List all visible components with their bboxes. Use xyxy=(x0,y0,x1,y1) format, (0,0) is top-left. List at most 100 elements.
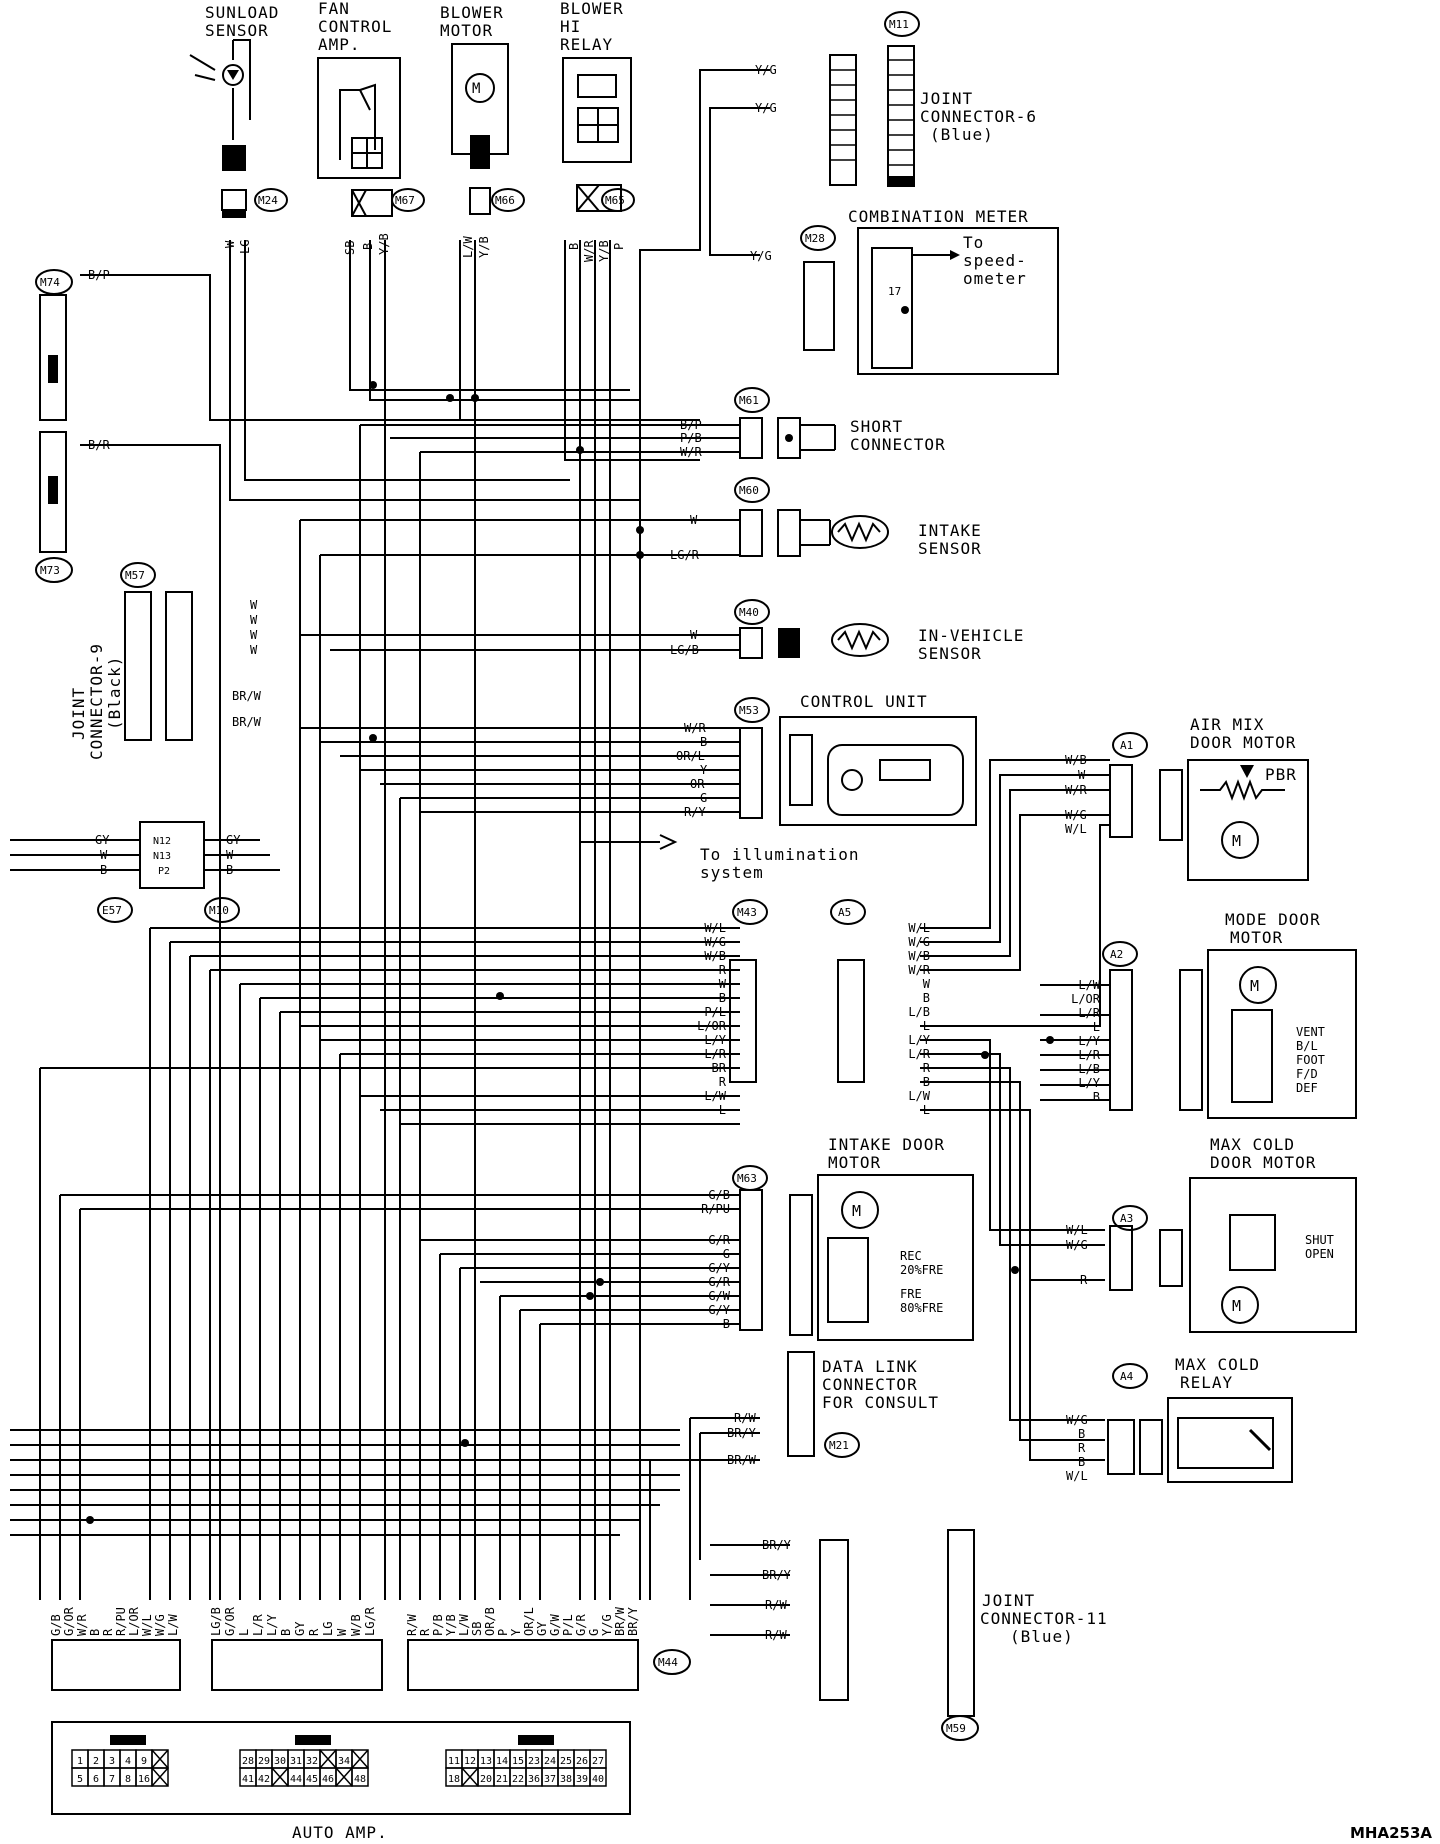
component-label: PBR xyxy=(1265,765,1297,784)
wire-label: W/L xyxy=(704,921,726,935)
wire-label: BR/W xyxy=(727,1453,757,1467)
connector-id: M44 xyxy=(658,1656,678,1669)
wire-label: W/R xyxy=(680,445,702,459)
note-label: ometer xyxy=(963,269,1027,288)
joint-connector-6: M11 Y/G Y/G JOINT CONNECTOR-6 (Blue) xyxy=(755,11,1036,187)
pin-number: 17 xyxy=(888,285,901,298)
note-label: To illumination xyxy=(700,845,860,864)
wire-label: W xyxy=(923,977,931,991)
wire-label: P/L xyxy=(561,1614,575,1636)
motor-icon: M xyxy=(852,1202,861,1220)
pin-number: 37 xyxy=(544,1774,556,1785)
wire-label: L/Y xyxy=(1078,1034,1100,1048)
wire-label: R/W xyxy=(765,1598,787,1612)
wire-label: G/W xyxy=(548,1614,562,1636)
component-label: INTAKE xyxy=(918,521,982,540)
pin-number: 26 xyxy=(576,1756,588,1767)
wire-label: W xyxy=(335,1628,349,1636)
wire-label: L/W xyxy=(166,1614,180,1636)
pin-number: 14 xyxy=(496,1756,508,1767)
wire-label: L/W xyxy=(1078,978,1100,992)
pin-number: 27 xyxy=(592,1756,604,1767)
wire-label: W/R xyxy=(75,1614,89,1636)
wire-label: B xyxy=(100,863,107,877)
pin-number: 9 xyxy=(141,1756,147,1767)
pin-number: 21 xyxy=(496,1774,508,1785)
component-label: AIR MIX xyxy=(1190,715,1264,734)
wire-label: L/B xyxy=(1078,1062,1100,1076)
wire-label: W xyxy=(250,613,258,627)
pin-number: 15 xyxy=(512,1756,524,1767)
connector-id: A3 xyxy=(1120,1212,1133,1225)
pin-label: N13 xyxy=(153,851,171,862)
wire-label: P xyxy=(612,243,626,250)
wire-label: G/OR xyxy=(62,1606,76,1636)
component-label: SHORT xyxy=(850,417,903,436)
blower-motor: BLOWER MOTOR M M66 L/W Y/B xyxy=(440,3,525,258)
component-label: HI xyxy=(560,17,581,36)
wire-label: BR/W xyxy=(232,715,262,729)
wire-label: R/W xyxy=(765,1628,787,1642)
pin-number: 6 xyxy=(93,1774,99,1785)
component-label: FOR CONSULT xyxy=(822,1393,939,1412)
wire-label: R xyxy=(101,1628,115,1636)
wire-label: W/L xyxy=(1066,1469,1088,1483)
connector-id: M11 xyxy=(889,18,909,31)
wire-label: L/OR xyxy=(697,1019,727,1033)
wire-label: LG/B xyxy=(670,643,699,657)
pin-cell-blank xyxy=(319,1749,337,1769)
combination-meter: COMBINATION METER 17 To speed- ometer M2… xyxy=(750,207,1059,375)
pin-cell-blank xyxy=(151,1767,169,1787)
pin-number: 3 xyxy=(109,1756,115,1767)
component-label: CONNECTOR-11 xyxy=(980,1609,1108,1628)
pin-number: 25 xyxy=(560,1756,572,1767)
note-label: To xyxy=(963,233,984,252)
component-label: CONTROL UNIT xyxy=(800,692,928,711)
diagram-code: MHA253A xyxy=(1350,1824,1432,1842)
component-label: FAN xyxy=(318,0,350,18)
wire-label: R xyxy=(1080,1273,1088,1287)
component-label: SENSOR xyxy=(918,644,982,663)
wire-label: W/B xyxy=(1065,753,1087,767)
wire-label: R xyxy=(923,1061,931,1075)
wire-label: B xyxy=(88,1629,102,1636)
wire-label: G/Y xyxy=(708,1303,730,1317)
wire-label: BR/Y xyxy=(727,1426,757,1440)
wire-label: L/R xyxy=(908,1047,930,1061)
wire-label: B xyxy=(1093,1090,1100,1104)
wire-label: Y/B xyxy=(377,233,391,255)
position-label: 20%FRE xyxy=(900,1263,943,1277)
connector-id: M28 xyxy=(805,232,825,245)
connector-id: A2 xyxy=(1110,948,1123,961)
position-label: OPEN xyxy=(1305,1247,1334,1261)
component-label: AMP. xyxy=(318,35,361,54)
wire-label: P xyxy=(496,1629,510,1636)
wire-label: W/B xyxy=(704,949,726,963)
wire-label: L/R xyxy=(704,1047,726,1061)
wire-label: L/Y xyxy=(1078,1076,1100,1090)
wire-label: P/B xyxy=(431,1614,445,1636)
wire-label: R/W xyxy=(734,1411,756,1425)
wire-label: L/W xyxy=(704,1089,726,1103)
wire-label: W/B xyxy=(349,1614,363,1636)
pin-number: 38 xyxy=(560,1774,572,1785)
pin-number: 13 xyxy=(480,1756,492,1767)
connector-id: A4 xyxy=(1120,1370,1134,1383)
wire-label: L xyxy=(923,1103,930,1117)
wire-label: W/L xyxy=(140,1614,154,1636)
wire-label: W/L xyxy=(1065,822,1087,836)
wire-label: B/P xyxy=(680,418,702,432)
wire-label: B xyxy=(723,1317,730,1331)
wire-label: Y/B xyxy=(444,1614,458,1636)
connector-id: M67 xyxy=(395,194,415,207)
wire-label: Y/G xyxy=(755,63,777,77)
in-vehicle-sensor: M40 W LG/B IN-VEHICLE SENSOR xyxy=(670,599,1023,663)
position-label: F/D xyxy=(1296,1067,1318,1081)
component-label: MOTOR xyxy=(1230,928,1283,947)
wire-label: G xyxy=(587,1629,601,1636)
pin-number: 20 xyxy=(480,1774,492,1785)
component-label: SENSOR xyxy=(918,539,982,558)
wire-label: G/Y xyxy=(708,1261,730,1275)
